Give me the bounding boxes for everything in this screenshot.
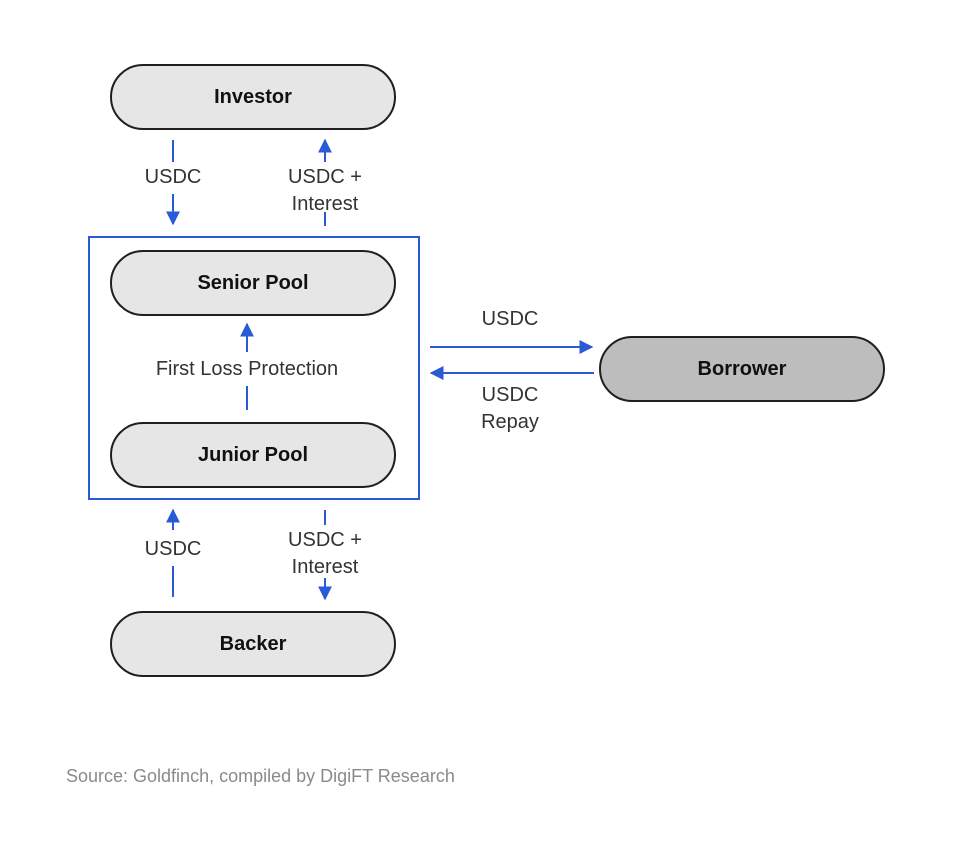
senior-pool-node: Senior Pool — [110, 250, 396, 316]
backer-label: Backer — [219, 632, 287, 655]
label-borrower-to-pool-line2: Repay — [481, 411, 539, 433]
label-junior-to-backer-line2: Interest — [291, 556, 359, 578]
label-investor-to-senior: USDC — [144, 166, 202, 188]
borrower-node: Borrower — [599, 336, 885, 402]
label-backer-to-junior: USDC — [144, 538, 202, 560]
label-senior-to-investor: USDC + Interest — [270, 164, 380, 218]
label-borrower-to-pool: USDC Repay — [470, 382, 550, 436]
borrower-label: Borrower — [697, 357, 787, 380]
label-junior-to-backer-line1: USDC + — [288, 529, 362, 551]
label-senior-to-investor-line2: Interest — [291, 193, 359, 215]
investor-label: Investor — [214, 85, 292, 108]
backer-node: Backer — [110, 611, 396, 677]
label-junior-to-backer: USDC + Interest — [270, 527, 380, 581]
investor-node: Investor — [110, 64, 396, 130]
pool-group-box — [88, 236, 420, 500]
junior-pool-label: Junior Pool — [198, 443, 308, 466]
label-senior-to-investor-line1: USDC + — [288, 166, 362, 188]
label-borrower-to-pool-line1: USDC — [481, 384, 539, 406]
label-first-loss-protection: First Loss Protection — [155, 358, 339, 380]
senior-pool-label: Senior Pool — [197, 271, 309, 294]
label-pool-to-borrower: USDC — [481, 308, 539, 330]
source-caption: Source: Goldfinch, compiled by DigiFT Re… — [66, 766, 455, 786]
junior-pool-node: Junior Pool — [110, 422, 396, 488]
